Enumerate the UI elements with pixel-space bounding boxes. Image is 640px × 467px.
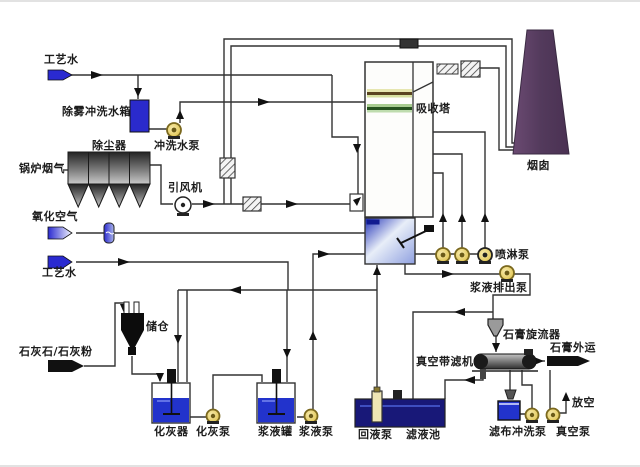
- return-liquid-pump: [371, 386, 383, 423]
- pipe-bypass-outer: [223, 38, 516, 204]
- label-slurry-tank: 浆液罐: [258, 425, 293, 438]
- label-demister-wash-tank: 除雾冲洗水箱: [62, 105, 131, 118]
- pipe-demister-wash: [179, 101, 367, 123]
- outlet-duct-joint: [436, 63, 459, 75]
- label-chimney: 烟囱: [527, 159, 550, 172]
- label-silo: 储仓: [146, 320, 169, 333]
- cloth-wash-pump: [524, 407, 540, 423]
- cloth-wash-tank: [497, 400, 521, 421]
- flue-damper-icon: [242, 196, 262, 212]
- slurry-agitator-motor: [272, 369, 281, 383]
- id-fan: [174, 196, 192, 216]
- limestone-arrow-icon: [48, 360, 84, 372]
- gypsum-out-arrow-icon: [547, 356, 590, 366]
- flow-arrows: [91, 71, 570, 401]
- pipe-slurry-discharge: [404, 264, 531, 319]
- vacuum-belt-filter: [472, 349, 538, 379]
- wash-water-pump: [166, 122, 182, 139]
- filtrate-pool: [354, 390, 446, 428]
- chimney: [512, 29, 570, 155]
- spray-pump-2: [454, 247, 470, 264]
- label-spray-pump: 喷淋泵: [495, 248, 530, 261]
- label-oxidation-air: 氧化空气: [32, 210, 78, 223]
- pipe-esp-to-fan: [150, 164, 173, 205]
- pipe-filtrate-to-pool: [444, 379, 484, 399]
- label-vacuum-belt-filter: 真空带滤机: [416, 355, 474, 368]
- outlet-damper-icon: [460, 60, 481, 78]
- receiver-funnel: [504, 389, 517, 400]
- label-return-liquid-pump: 回液泵: [358, 428, 393, 441]
- absorber-slurry-pool: [364, 217, 434, 265]
- label-limestone-powder: 石灰石/石灰粉: [19, 345, 93, 358]
- process-water-arrow-top-icon: [47, 69, 73, 81]
- pool-agitator-motor: [424, 225, 434, 232]
- limestone-silo: [121, 301, 144, 355]
- label-boiler-flue-gas: 锅炉烟气: [19, 162, 65, 175]
- label-gypsum-out: 石膏外运: [550, 341, 596, 354]
- pipe-cloth-wash: [520, 370, 533, 415]
- pipe-process-water-top: [68, 74, 359, 195]
- pipe-vacuum: [549, 370, 567, 414]
- label-lime-slurry-pump: 化灰泵: [196, 425, 231, 438]
- gas-inlet-box: [349, 193, 364, 212]
- demister-wash-tank: [129, 99, 150, 133]
- lime-slurry-pump: [205, 408, 221, 424]
- label-process-water-mid: 工艺水: [42, 266, 77, 279]
- absorber-tower: [349, 61, 434, 265]
- label-slurry-discharge-pump: 浆液排出泵: [470, 281, 528, 294]
- bypass-damper-icon: [219, 157, 236, 179]
- label-vent: 放空: [572, 396, 595, 409]
- pumps: [166, 122, 561, 424]
- slurry-pump: [303, 408, 319, 424]
- gypsum-cyclone: [487, 318, 504, 337]
- pipe-absorber-outlet: [480, 67, 514, 151]
- pipe-bypass-inner: [230, 45, 514, 204]
- oxidation-blower: [103, 222, 115, 244]
- label-dust-collector: 除尘器: [92, 139, 127, 152]
- label-slurry-pump: 浆液泵: [299, 425, 334, 438]
- process-water-arrow-mid-icon: [47, 255, 73, 269]
- label-cloth-wash-pump: 滤布冲洗泵: [489, 425, 547, 438]
- label-gypsum-cyclone: 石膏旋流器: [503, 328, 561, 341]
- spray-pump-3: [477, 247, 493, 264]
- label-filtrate-pool: 滤液池: [406, 428, 441, 441]
- vacuum-pump: [545, 407, 561, 423]
- slaker-agitator-motor: [167, 369, 176, 383]
- demister-layers: [367, 89, 412, 113]
- label-vacuum-pump: 真空泵: [556, 425, 591, 438]
- oxidation-air-arrow-icon: [47, 226, 73, 240]
- label-absorber-tower: 吸收塔: [416, 102, 451, 115]
- label-process-water-top: 工艺水: [44, 53, 79, 66]
- pool-level-device: [393, 390, 402, 399]
- spray-pump-1: [435, 247, 451, 264]
- pipe-lime-pump: [190, 374, 263, 418]
- filter-left-spout: [480, 369, 486, 379]
- bypass-top-damper-icon: [399, 38, 419, 49]
- slurry-discharge-pump: [499, 265, 515, 282]
- label-lime-slaker: 化灰器: [154, 425, 189, 438]
- lime-slaker-tank: [151, 369, 191, 424]
- pipe-cyclone-overflow: [412, 311, 493, 399]
- pipe-slurry-pump: [297, 253, 365, 418]
- slurry-tank: [256, 369, 296, 424]
- dust-collector: [67, 151, 151, 209]
- label-id-fan: 引风机: [168, 181, 203, 194]
- label-wash-water-pump: 冲洗水泵: [154, 139, 200, 152]
